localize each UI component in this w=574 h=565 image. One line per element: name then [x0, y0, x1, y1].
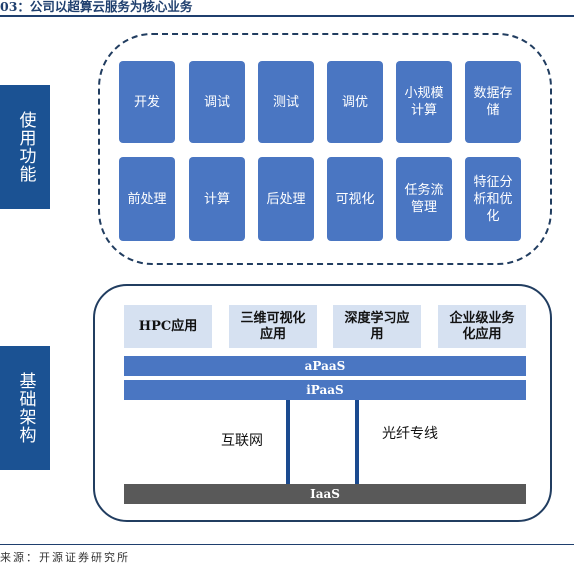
app-enterprise: 企业级业务化应用	[438, 305, 526, 348]
label-fiber-line: 光纤专线	[382, 426, 438, 442]
side-label-usage: 使用功能	[0, 85, 50, 209]
tile-test: 测试	[258, 61, 314, 143]
layer-iaas: IaaS	[124, 484, 526, 504]
internet-link-line	[286, 400, 290, 484]
tile-feature-analysis: 特征分析和优化	[465, 157, 521, 241]
architecture-frame	[93, 284, 552, 522]
tile-workflow-management: 任务流管理	[396, 157, 452, 241]
tile-small-scale-compute: 小规模计算	[396, 61, 452, 143]
title-divider	[0, 15, 574, 17]
fiber-link-line	[355, 400, 359, 484]
tile-visualization: 可视化	[327, 157, 383, 241]
tile-compute: 计算	[189, 157, 245, 241]
footer-divider	[0, 544, 574, 545]
app-deep-learning: 深度学习应用	[333, 305, 421, 348]
figure-title: 03：公司以超算云服务为核心业务	[0, 0, 193, 14]
app-hpc: HPC应用	[124, 305, 212, 348]
label-internet: 互联网	[221, 433, 263, 449]
tile-postprocess: 后处理	[258, 157, 314, 241]
side-label-infra: 基础架构	[0, 346, 50, 470]
tile-tune: 调优	[327, 61, 383, 143]
layer-ipaas: iPaaS	[124, 380, 526, 400]
tile-debug: 调试	[189, 61, 245, 143]
app-3d-visualization: 三维可视化应用	[229, 305, 317, 348]
function-group-frame	[98, 33, 552, 265]
source-note: 来源：开源证券研究所	[0, 551, 130, 564]
layer-apaas: aPaaS	[124, 356, 526, 376]
tile-preprocess: 前处理	[119, 157, 175, 241]
tile-develop: 开发	[119, 61, 175, 143]
tile-data-storage: 数据存储	[465, 61, 521, 143]
